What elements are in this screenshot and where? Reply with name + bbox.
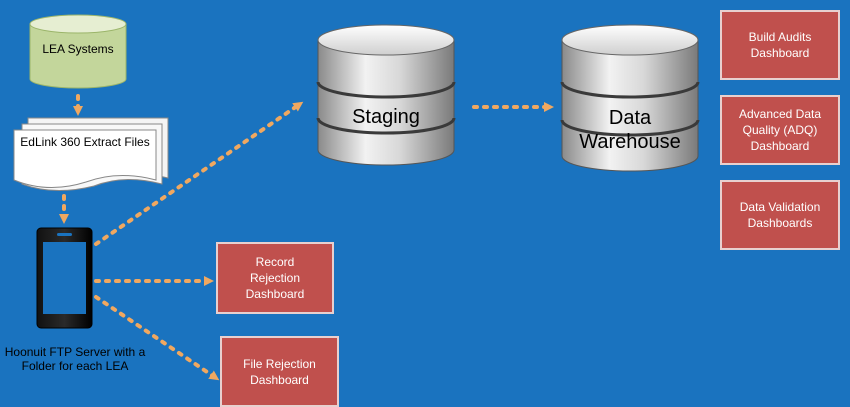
file-rejection-dashboard: File Rejection Dashboard (220, 336, 339, 407)
lea-systems-label: LEA Systems (42, 42, 114, 56)
warehouse-cylinder (560, 24, 700, 172)
ftp-server-device (36, 227, 93, 329)
record-rejection-dashboard: Record Rejection Dashboard (216, 242, 334, 314)
extract-files-stack (13, 117, 169, 192)
data-validation-dashboard: Data Validation Dashboards (720, 180, 840, 250)
extract-files-label: EdLink 360 Extract Files (20, 135, 150, 149)
build-audits-dashboard: Build Audits Dashboard (720, 10, 840, 80)
build-audits-label: Build Audits Dashboard (748, 30, 812, 60)
lea-systems-cylinder (29, 14, 127, 89)
adq-dashboard: Advanced Data Quality (ADQ) Dashboard (720, 95, 840, 165)
arrow-ftp-to-staging (94, 101, 304, 246)
adq-label: Advanced Data Quality (ADQ) Dashboard (738, 107, 822, 153)
data-validation-label: Data Validation Dashboards (739, 200, 821, 230)
flow-arrows (59, 94, 554, 381)
ftp-server-label: Hoonuit FTP Server with a Folder for eac… (4, 345, 146, 373)
file-rejection-label: File Rejection Dashboard (243, 356, 316, 387)
record-rejection-label: Record Rejection Dashboard (245, 255, 305, 301)
staging-cylinder (316, 24, 456, 166)
staging-label: Staging (352, 106, 420, 128)
warehouse-label: Data Warehouse (579, 107, 681, 153)
arrow-ftp-to-file-rejection (94, 295, 220, 381)
